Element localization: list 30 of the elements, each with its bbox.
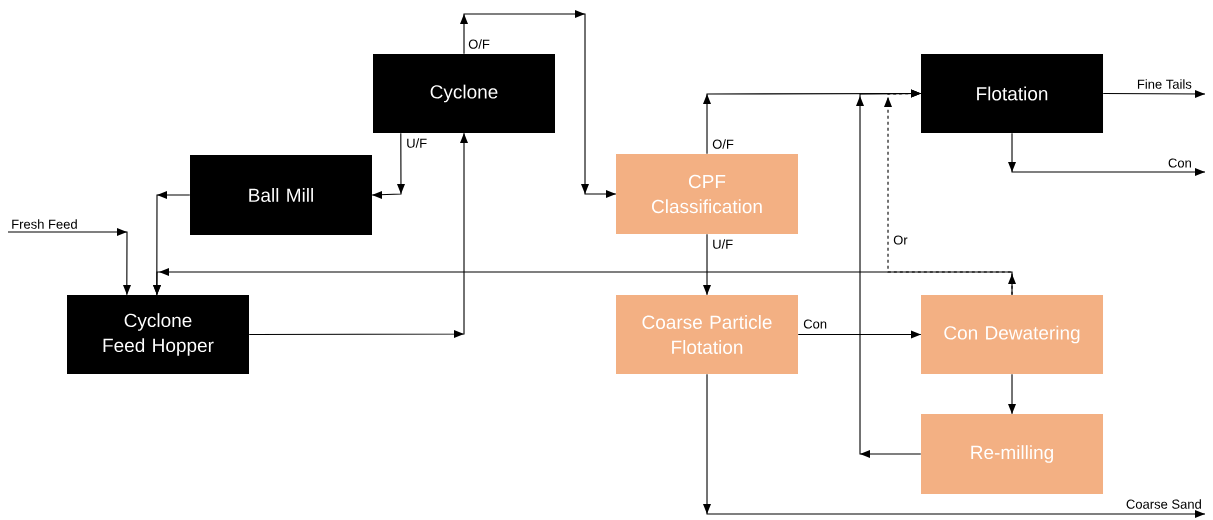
arrow <box>703 233 711 296</box>
edge-label: Or <box>892 234 909 246</box>
edge-label: Coarse Sand <box>1124 498 1203 510</box>
arrow <box>153 268 1016 296</box>
process-box: Ball Mill <box>190 155 372 235</box>
process-box: CPF Classification <box>616 154 798 234</box>
arrow <box>1008 132 1206 176</box>
arrow <box>797 330 922 339</box>
edge-label: U/F <box>405 137 429 149</box>
process-box: Cyclone <box>373 54 555 133</box>
edge-label: U/F <box>711 238 735 250</box>
process-box: Con Dewatering <box>921 295 1103 374</box>
edge-label: O/F <box>467 38 491 50</box>
edge-label: Fine Tails <box>1135 78 1193 90</box>
edge-label: Fresh Feed <box>10 218 79 230</box>
edge-label: Con <box>802 318 829 330</box>
edge-label: Con <box>1166 157 1193 169</box>
process-box: Re-milling <box>921 414 1103 494</box>
arrow <box>1102 90 1206 98</box>
arrow <box>248 132 468 338</box>
process-box: Cyclone Feed Hopper <box>67 295 249 374</box>
arrow <box>7 228 131 296</box>
process-box: Flotation <box>921 54 1103 133</box>
arrow <box>703 373 1206 518</box>
arrow <box>884 89 1013 296</box>
edge-label: O/F <box>711 138 735 150</box>
arrow <box>1008 373 1016 415</box>
arrow <box>460 10 617 198</box>
arrow <box>371 132 405 199</box>
process-box: Coarse Particle Flotation <box>616 295 798 374</box>
